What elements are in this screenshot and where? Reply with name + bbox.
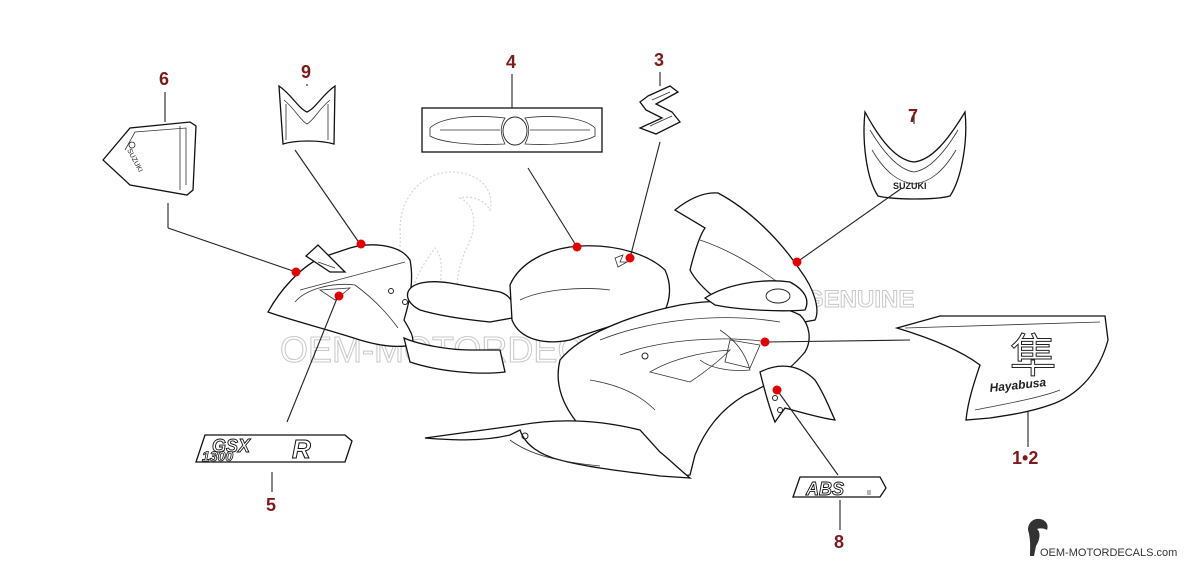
kanji-decal-text: 隼 (1010, 329, 1056, 383)
callout-4: 4 (506, 52, 516, 72)
marker-9 (356, 239, 366, 249)
callout-5: 5 (266, 495, 276, 515)
front-cowl-brand-text: SUZUKI (893, 181, 927, 191)
part-8-abs-decal: ABS II (792, 476, 887, 499)
gsx-text: GSX (212, 436, 251, 456)
callout-7: 7 (908, 106, 918, 126)
bird-logo-icon (1028, 518, 1048, 556)
callout-numbers: 6 9 4 3 7 1•2 5 8 (159, 50, 1038, 552)
marker-1-2 (760, 337, 770, 347)
marker-4 (572, 242, 582, 252)
hayabusa-script-text: Hayabusa (989, 375, 1047, 395)
marker-7 (792, 257, 802, 267)
gsx-1300-text: 1300 (202, 448, 233, 464)
location-markers (291, 239, 802, 395)
part-5-gsx-decal: GSX 1300 R (195, 434, 353, 465)
callout-3: 3 (654, 50, 664, 70)
callout-1-2: 1•2 (1012, 448, 1038, 468)
part-7-front-cowl-decal: SUZUKI (863, 109, 967, 200)
watermark-genuine: GENUINE (805, 286, 914, 313)
marker-8 (772, 385, 782, 395)
leader-lines (164, 72, 1029, 530)
marker-6 (291, 267, 301, 277)
callout-9: 9 (301, 62, 311, 82)
marker-3 (625, 253, 635, 263)
part-4-tank-decal (421, 107, 603, 153)
callout-8: 8 (834, 532, 844, 552)
part-9-seat-decal (278, 84, 336, 145)
part-3-suzuki-emblem (638, 85, 682, 135)
marker-5 (334, 291, 344, 301)
watermark-bird-icon (394, 171, 492, 301)
gsx-r-text: R (292, 434, 311, 464)
footer-logo-text: OEM-MOTORDECALS.com (1040, 547, 1177, 559)
motorcycle-outline (267, 192, 837, 479)
abs-text: ABS (805, 479, 844, 499)
part-1-2-side-decal: 隼 Hayabusa (894, 315, 1109, 421)
abs-suffix-text: II (867, 490, 871, 497)
callout-6: 6 (159, 69, 169, 89)
part-6-tail-cowl: SUZUKI (102, 121, 197, 196)
footer-logo: OEM-MOTORDECALS.com (1028, 518, 1177, 559)
